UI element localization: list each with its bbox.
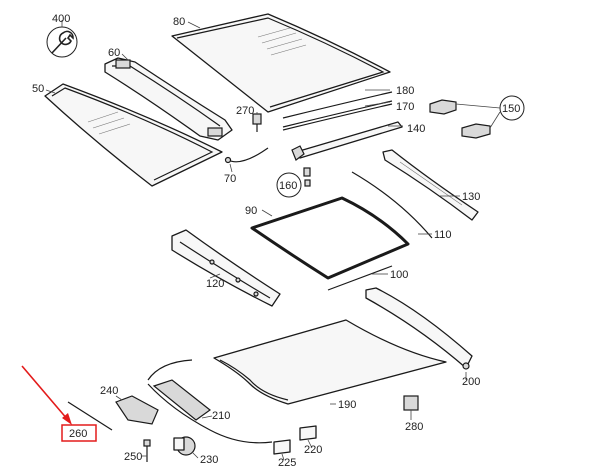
clip-225: [273, 439, 291, 455]
callout-70: 70: [224, 173, 236, 185]
callout-180: 180: [396, 85, 414, 97]
callout-400: 400: [52, 13, 70, 25]
callout-225: 225: [278, 457, 296, 469]
callout-130: 130: [462, 191, 480, 203]
frame-seal-90: [250, 196, 410, 280]
strip-110: [351, 171, 433, 239]
bracket-280: [403, 395, 419, 411]
motor-230: [173, 436, 196, 456]
guide-rail-200: [365, 287, 473, 370]
highlight-arrow: [21, 365, 97, 442]
edge-strip-100: [327, 265, 393, 291]
callout-270: 270: [236, 105, 254, 117]
sunshade-panel-50: [44, 83, 223, 187]
callout-80: 80: [173, 16, 185, 28]
callout-60: 60: [108, 47, 120, 59]
callout-120: 120: [206, 278, 224, 290]
side-rail-130: [382, 149, 479, 221]
callout-280: 280: [405, 421, 423, 433]
callout-160: 160: [279, 180, 297, 192]
callout-150: 150: [502, 103, 520, 115]
callout-230: 230: [200, 454, 218, 466]
callout-240: 240: [100, 385, 118, 397]
callout-110: 110: [434, 229, 452, 241]
callout-50: 50: [32, 83, 44, 95]
frame-190: [213, 319, 447, 405]
leader-lines: [45, 20, 501, 461]
front-rail-140: [291, 121, 403, 161]
drive-cable-210: [147, 359, 273, 444]
clips-150: [429, 95, 525, 139]
callout-250: 250: [124, 451, 142, 463]
callout-170: 170: [396, 101, 414, 113]
grommet-160: [276, 167, 311, 198]
callout-100: 100: [390, 269, 408, 281]
callout-200: 200: [462, 376, 480, 388]
callout-260: 260: [69, 428, 87, 440]
callout-220: 220: [304, 444, 322, 456]
highlight-box: [61, 424, 97, 442]
bolt-250: [143, 439, 151, 462]
wrench-icon: [46, 26, 78, 58]
strip-260: [67, 401, 113, 431]
side-frame-120: [171, 229, 281, 307]
callout-140: 140: [407, 123, 425, 135]
clip-220: [299, 425, 317, 441]
wind-deflector-60: [104, 57, 233, 141]
motor-240: [115, 395, 159, 425]
callout-210: 210: [212, 410, 230, 422]
callout-90: 90: [245, 205, 257, 217]
drain-hose-70: [224, 147, 269, 164]
callout-190: 190: [338, 399, 356, 411]
glass-panel-80: [171, 13, 391, 113]
